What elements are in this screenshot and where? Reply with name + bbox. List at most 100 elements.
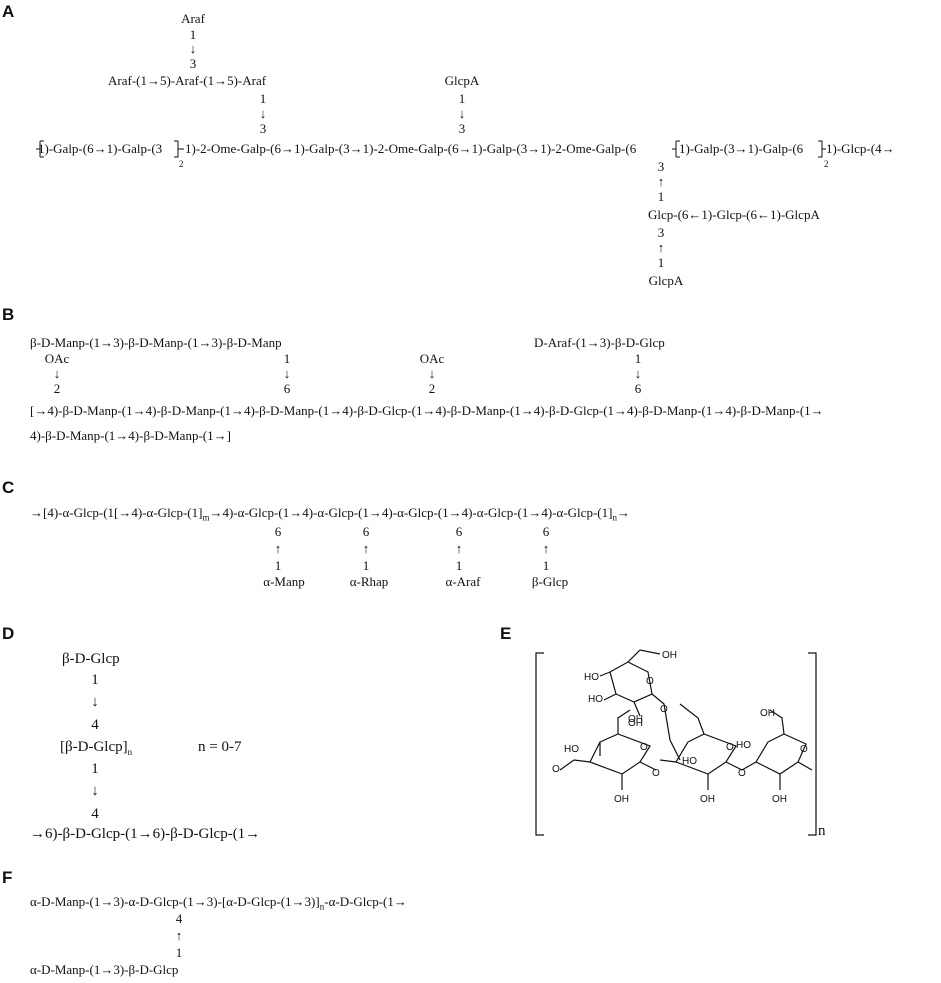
panel-label-b: B bbox=[2, 305, 15, 324]
d-arrow-down: ↓ bbox=[91, 783, 99, 799]
d-top: β-D-Glcp bbox=[62, 651, 120, 667]
c-arrow-up: ↑ bbox=[274, 541, 282, 556]
c-arrow-up: ↑ bbox=[542, 541, 550, 556]
e-oh: OH bbox=[628, 714, 643, 725]
b-backbone-line1: [→4)-β-D-Manp-(1→4)-β-D-Manp-(1→4)-β-D-M… bbox=[30, 403, 824, 418]
e-oh: OH bbox=[700, 794, 715, 805]
e-o: O bbox=[726, 742, 734, 753]
panel-label-a: A bbox=[2, 2, 15, 21]
b-arrow-down: ↓ bbox=[53, 366, 61, 381]
c-num: 1 bbox=[542, 558, 550, 573]
f-num: 4 bbox=[175, 911, 183, 926]
f-num: 1 bbox=[175, 945, 183, 960]
e-ho: HO bbox=[682, 756, 697, 767]
c-branch: α-Manp bbox=[263, 574, 305, 589]
c-branch: α-Rhap bbox=[349, 574, 389, 589]
d-sub-n: n bbox=[127, 747, 133, 757]
a-num: 1 bbox=[657, 189, 665, 204]
a-num: 3 bbox=[189, 56, 197, 71]
a-araf-top: Araf bbox=[181, 11, 205, 26]
a-arrow-up: ↑ bbox=[657, 240, 665, 255]
a-glcpa-top: GlcpA bbox=[444, 73, 480, 88]
a-num: 1 bbox=[458, 91, 466, 106]
a-num: 1 bbox=[657, 255, 665, 270]
a-num: 1 bbox=[259, 91, 267, 106]
panel-label-d: D bbox=[2, 624, 15, 643]
f-bottom: α-D-Manp-(1→3)-β-D-Glcp bbox=[30, 962, 179, 977]
e-o: O bbox=[738, 768, 746, 779]
f-arrow-up: ↑ bbox=[175, 928, 183, 943]
c-num: 6 bbox=[274, 524, 282, 539]
e-ho: HO bbox=[588, 694, 603, 705]
c-backbone: →[4)-α-Glcp-(1[→4)-α-Glcp-(1]m→4)-α-Glcp… bbox=[30, 505, 630, 523]
panel-label-e: E bbox=[500, 624, 512, 643]
a-num: 1 bbox=[189, 27, 197, 42]
c-branch: β-Glcp bbox=[531, 574, 569, 589]
e-ho: HO bbox=[564, 744, 579, 755]
c-sub-m: m bbox=[202, 512, 210, 523]
a-num: 3 bbox=[259, 121, 267, 136]
a-backbone-post: 1)-Glcp-(4→ bbox=[826, 141, 895, 156]
b-num: 1 bbox=[283, 351, 291, 366]
e-o: O bbox=[552, 764, 560, 775]
a-num: 3 bbox=[458, 121, 466, 136]
b-top-right: D-Araf-(1→3)-β-D-Glcp bbox=[534, 335, 665, 350]
f-line1: α-D-Manp-(1→3)-α-D-Glcp-(1→3)-[α-D-Glcp-… bbox=[30, 894, 407, 912]
d-backbone: →6)-β-D-Glcp-(1→6)-β-D-Glcp-(1→ bbox=[30, 826, 261, 842]
b-oac: OAc bbox=[44, 351, 70, 366]
f-sub-n: n bbox=[319, 901, 325, 912]
b-num: 2 bbox=[428, 381, 436, 396]
c-arrow-up: ↑ bbox=[455, 541, 463, 556]
e-oh: OH bbox=[760, 708, 775, 719]
b-arrow-down: ↓ bbox=[283, 366, 291, 381]
a-sub: 2 bbox=[179, 159, 184, 169]
a-arrow-down: ↓ bbox=[259, 106, 267, 121]
e-oh: OH bbox=[772, 794, 787, 805]
d-num: 1 bbox=[91, 672, 99, 688]
a-num: 3 bbox=[657, 159, 665, 174]
b-num: 6 bbox=[634, 381, 642, 396]
c-backbone-b: →4)-α-Glcp-(1→4)-α-Glcp-(1→4)-α-Glcp-(1→… bbox=[209, 505, 613, 520]
e-o: O bbox=[652, 768, 660, 779]
e-o: O bbox=[660, 704, 668, 715]
d-num: 1 bbox=[91, 761, 99, 777]
e-ho: HO bbox=[584, 672, 599, 683]
c-num: 1 bbox=[362, 558, 370, 573]
f-line1-tail: -α-D-Glcp-(1→ bbox=[324, 894, 407, 909]
a-arrow-up: ↑ bbox=[657, 174, 665, 189]
e-sub-n: n bbox=[818, 823, 826, 839]
b-num: 6 bbox=[283, 381, 291, 396]
a-branch-chain: Glcp-(6←1)-Glcp-(6←1)-GlcpA bbox=[648, 207, 820, 222]
e-o: O bbox=[646, 676, 654, 687]
c-num: 1 bbox=[455, 558, 463, 573]
e-oh: OH bbox=[614, 794, 629, 805]
f-line1-main: α-D-Manp-(1→3)-α-D-Glcp-(1→3)-[α-D-Glcp-… bbox=[30, 894, 320, 909]
a-backbone-mid: 1)-2-Ome-Galp-(6→1)-Galp-(3→1)-2-Ome-Gal… bbox=[185, 141, 637, 156]
panel-label-f: F bbox=[2, 868, 13, 887]
a-arrow-down: ↓ bbox=[189, 41, 197, 56]
e-oh: OH bbox=[662, 650, 677, 661]
c-num: 6 bbox=[542, 524, 550, 539]
b-oac: OAc bbox=[419, 351, 445, 366]
d-n-range: n = 0-7 bbox=[198, 739, 242, 755]
a-backbone-rep: 1)-Galp-(3→1)-Galp-(6 bbox=[679, 141, 804, 156]
d-repeat-unit: [β-D-Glcp] bbox=[60, 739, 128, 755]
c-sub-n: n bbox=[612, 512, 617, 523]
c-backbone-a: →[4)-α-Glcp-(1[→4)-α-Glcp-(1] bbox=[30, 505, 203, 520]
d-num: 4 bbox=[91, 717, 99, 733]
d-num: 4 bbox=[91, 806, 99, 822]
c-arrow-up: ↑ bbox=[362, 541, 370, 556]
c-num: 6 bbox=[455, 524, 463, 539]
panel-label-c: C bbox=[2, 478, 15, 497]
e-o: O bbox=[800, 744, 808, 755]
e-oh: OH bbox=[628, 718, 643, 729]
d-repeat: [β-D-Glcp]n bbox=[60, 738, 133, 757]
a-sub: 2 bbox=[824, 159, 829, 169]
b-backbone-line2: 4)-β-D-Manp-(1→4)-β-D-Manp-(1→] bbox=[30, 428, 231, 443]
b-num: 2 bbox=[53, 381, 61, 396]
e-o: O bbox=[640, 742, 648, 753]
c-num: 1 bbox=[274, 558, 282, 573]
b-top-left: β-D-Manp-(1→3)-β-D-Manp-(1→3)-β-D-Manp bbox=[30, 335, 282, 350]
